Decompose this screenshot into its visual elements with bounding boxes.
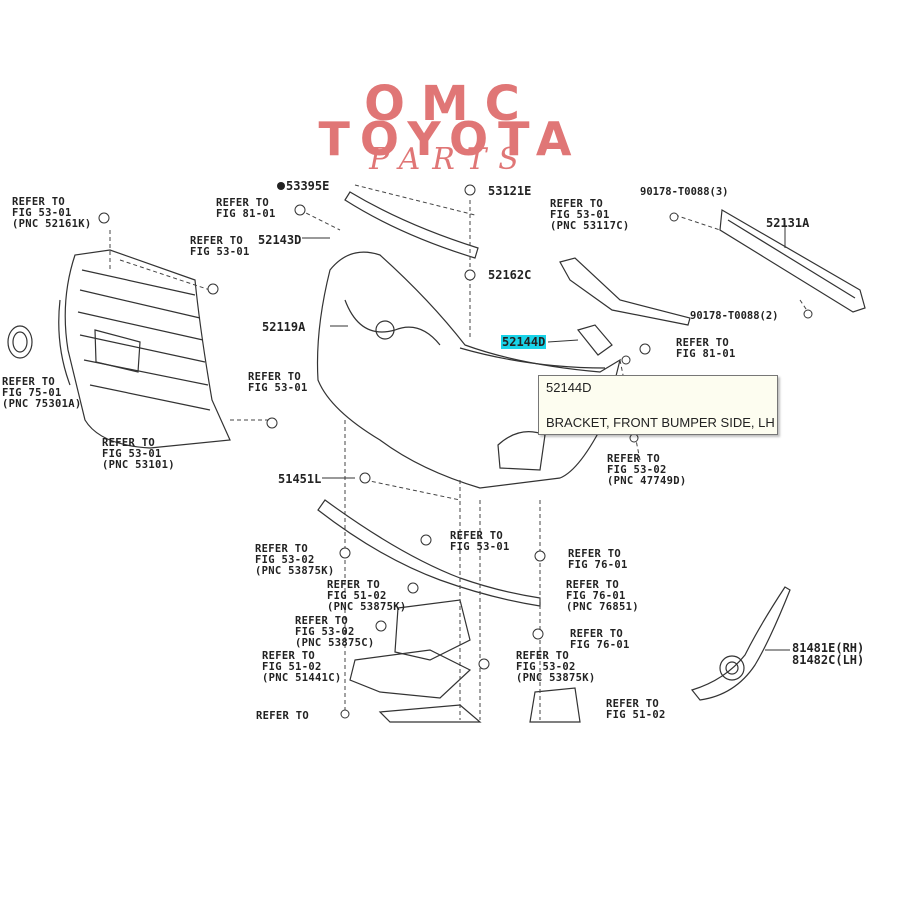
refer-label[interactable]: REFER TO FIG 51-02 (PNC 51441C) bbox=[262, 650, 342, 684]
refer-label[interactable]: REFER TO FIG 53-02 (PNC 53875K) bbox=[516, 650, 596, 684]
front-grille-drawing bbox=[58, 249, 231, 449]
part-51451l[interactable]: 51451L bbox=[278, 472, 322, 486]
part-52143d[interactable]: 52143D bbox=[258, 233, 302, 247]
refer-label[interactable]: REFER TO FIG 53-01 (PNC 53101) bbox=[102, 437, 175, 471]
part-52162c[interactable]: 52162C bbox=[488, 268, 532, 282]
refer-label[interactable]: REFER TO FIG 75-01 (PNC 75301A) bbox=[2, 376, 82, 410]
bracket-52144d-drawing bbox=[576, 324, 613, 356]
refer-label[interactable]: REFER TO FIG 53-01 bbox=[450, 530, 510, 553]
refer-label[interactable]: REFER TO FIG 53-01 bbox=[190, 235, 250, 258]
refer-label[interactable]: REFER TO FIG 53-01 (PNC 52161K) bbox=[12, 196, 92, 230]
part-52144d-highlighted[interactable]: 52144D bbox=[501, 335, 547, 349]
refer-label[interactable]: REFER TO FIG 53-01 bbox=[248, 371, 308, 394]
logo-toyota: TOYOTA bbox=[318, 112, 582, 166]
refer-label[interactable]: REFER TO FIG 53-02 (PNC 53875C) bbox=[295, 615, 375, 649]
logo-omc: OMC bbox=[364, 76, 536, 132]
part-52119a[interactable]: 52119A bbox=[262, 320, 306, 334]
part-90178-3[interactable]: 90178-T0088(3) bbox=[640, 186, 729, 198]
refer-label[interactable]: REFER TO FIG 76-01 (PNC 76851) bbox=[566, 579, 639, 613]
reinforcement-drawing bbox=[719, 209, 866, 313]
part-53121e[interactable]: 53121E bbox=[488, 184, 532, 198]
fog-bezel-drawing bbox=[690, 586, 791, 701]
tooltip-description: BRACKET, FRONT BUMPER SIDE, LH bbox=[546, 415, 775, 430]
emblem-drawing bbox=[7, 325, 33, 359]
tooltip-part-number: 52144D bbox=[546, 380, 592, 395]
part-52131a[interactable]: 52131A bbox=[766, 216, 810, 230]
refer-label[interactable]: REFER TO FIG 51-02 bbox=[606, 698, 666, 721]
logo-parts: PARTS bbox=[369, 142, 531, 177]
refer-label[interactable]: REFER TO bbox=[256, 710, 309, 722]
refer-label[interactable]: REFER TO FIG 76-01 bbox=[570, 628, 630, 651]
part-81481e[interactable]: 81481E(RH) bbox=[792, 641, 865, 655]
refer-label[interactable]: REFER TO FIG 51-02 (PNC 53875K) bbox=[327, 579, 407, 613]
refer-label[interactable]: REFER TO FIG 81-01 bbox=[676, 337, 736, 360]
part-90178-2[interactable]: 90178-T0088(2) bbox=[690, 310, 779, 322]
fastener-dot bbox=[277, 182, 285, 190]
part-tooltip: 52144D BRACKET, FRONT BUMPER SIDE, LH bbox=[538, 375, 778, 435]
upper-molding-drawing bbox=[344, 191, 479, 259]
bumper-cover-drawing bbox=[316, 251, 621, 489]
refer-label[interactable]: REFER TO FIG 53-02 (PNC 53875K) bbox=[255, 543, 335, 577]
refer-label[interactable]: REFER TO FIG 81-01 bbox=[216, 197, 276, 220]
under-cover-drawing bbox=[349, 599, 581, 723]
refer-label[interactable]: REFER TO FIG 53-02 (PNC 47749D) bbox=[607, 453, 687, 487]
side-bracket-drawing bbox=[559, 257, 691, 326]
refer-label[interactable]: REFER TO FIG 53-01 (PNC 53117C) bbox=[550, 198, 630, 232]
part-81482c[interactable]: 81482C(LH) bbox=[792, 653, 865, 667]
refer-label[interactable]: REFER TO FIG 76-01 bbox=[568, 548, 628, 571]
part-53395e[interactable]: 53395E bbox=[286, 179, 330, 193]
